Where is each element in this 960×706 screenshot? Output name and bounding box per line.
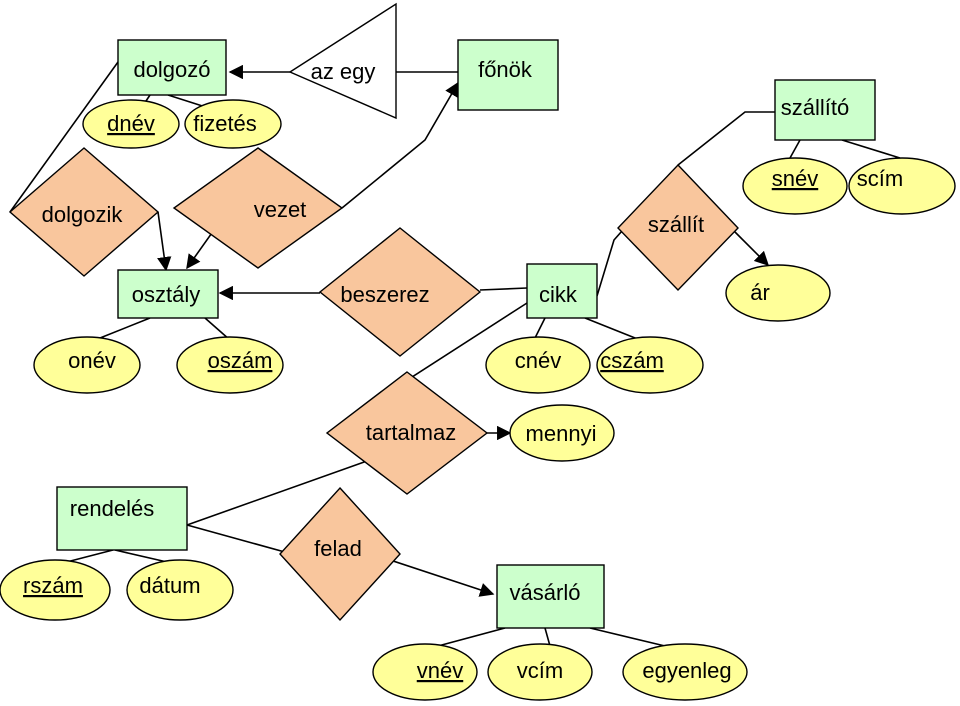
attr-egyenleg: [622, 643, 748, 701]
entity-vasarlo: [496, 564, 605, 629]
line-tartalmaz-rendeles: [186, 460, 368, 526]
attr-vnev: [372, 643, 478, 701]
label-scim: scím: [857, 166, 903, 191]
label-szallit: szállít: [648, 212, 704, 237]
line-szallit-szallito: [677, 111, 775, 166]
label-felad: felad: [314, 536, 362, 561]
label-onev: onév: [68, 348, 116, 373]
attr-scim: [848, 157, 956, 215]
diamond-beszerez: [318, 227, 482, 357]
label-mennyi: mennyi: [526, 421, 597, 446]
line-szallito-scim: [841, 139, 901, 159]
label-cikk: cikk: [539, 282, 578, 307]
attr-snev: [742, 157, 848, 215]
attributes: dnév fizetés snév scím ár onév oszám cné…: [0, 99, 956, 701]
label-rendeles: rendelés: [70, 496, 154, 521]
relationships: dolgozik vezet beszerez szállít tartalma…: [8, 147, 739, 622]
attr-onev: [33, 336, 141, 394]
label-rszam: rszám: [23, 573, 83, 598]
line-osztaly-onev: [99, 317, 151, 339]
label-vnev: vnév: [417, 658, 463, 683]
attr-mennyi: [509, 404, 615, 462]
label-dolgozik: dolgozik: [42, 202, 124, 227]
line-cikk-cnev: [534, 317, 546, 339]
diamond-tartalmaz: [325, 371, 489, 495]
entity-rendeles: [56, 486, 188, 551]
entity-fonok: [457, 39, 559, 111]
label-fonok: főnök: [478, 57, 533, 82]
label-tartalmaz: tartalmaz: [366, 420, 456, 445]
diamond-dolgozik: [8, 147, 160, 277]
attr-fizetes: [184, 99, 282, 149]
arrow-szallit-ar: [734, 231, 770, 267]
line-szallito-snev: [789, 139, 801, 159]
attr-ar: [725, 264, 831, 322]
entities: dolgozó főnök szállító osztály cikk rend…: [56, 39, 876, 629]
diamond-felad: [279, 486, 401, 622]
label-cnev: cnév: [515, 348, 561, 373]
label-cszam: cszám: [600, 348, 664, 373]
entity-dolgozo: [117, 39, 227, 96]
label-beszerez: beszerez: [340, 282, 429, 307]
entity-osztaly: [117, 269, 219, 319]
label-vasarlo: vásárló: [510, 580, 581, 605]
line-osztaly-oszam: [204, 317, 231, 341]
label-fizetes: fizetés: [193, 111, 257, 136]
label-vezet: vezet: [254, 197, 307, 222]
attr-dnev: [82, 99, 180, 149]
label-snev: snév: [772, 166, 818, 191]
connectors: [9, 61, 901, 647]
label-dolgozo: dolgozó: [133, 57, 210, 82]
attr-cnev: [485, 336, 591, 394]
label-egyenleg: egyenleg: [642, 658, 731, 683]
label-ar: ár: [750, 280, 770, 305]
line-vasarlo-vnev: [437, 627, 506, 647]
isa-triangle: [288, 2, 397, 120]
label-datum: dátum: [139, 573, 200, 598]
line-beszerez-cikk: [479, 287, 528, 291]
isa-group: az egy: [288, 2, 397, 120]
arrow-dolgozik-osztaly: [157, 211, 172, 272]
arrow-vezet-fonok: [341, 81, 459, 209]
label-osztaly: osztály: [132, 282, 200, 307]
attr-rszam: [0, 559, 111, 621]
line-vasarlo-egyenleg: [589, 627, 666, 647]
attr-cszam: [596, 336, 704, 394]
label-az-egy: az egy: [311, 59, 376, 84]
entity-cikk: [526, 263, 598, 319]
label-vcim: vcím: [517, 658, 563, 683]
label-szallito: szállító: [781, 95, 849, 120]
diamond-vezet: [172, 147, 344, 269]
entity-szallito: [774, 79, 876, 141]
line-rendeles-felad: [186, 524, 293, 555]
attr-datum: [126, 559, 234, 621]
line-cikk-cszam: [584, 317, 641, 341]
line-dolgozo-dolgozik: [9, 61, 119, 213]
diamond-szallit: [617, 163, 739, 292]
attr-oszam: [176, 336, 284, 394]
label-dnev: dnév: [107, 111, 155, 136]
line-vasarlo-vcim: [544, 627, 551, 647]
label-oszam: oszám: [208, 348, 273, 373]
attr-vcim: [487, 643, 593, 701]
